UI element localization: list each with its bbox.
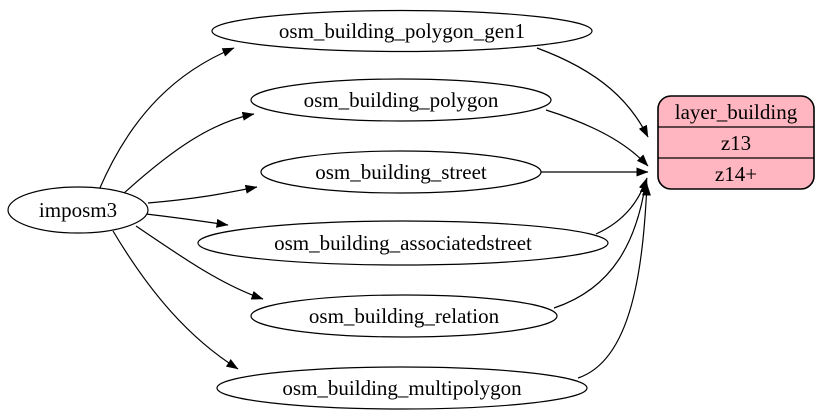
node-osm-building-polygon: osm_building_polygon xyxy=(250,78,552,122)
table-ellipse xyxy=(216,366,588,410)
node-imposm3: imposm3 xyxy=(7,186,149,234)
edge-osm-building-associatedstreet-to-layer-z14 xyxy=(595,177,648,235)
node-osm-building-multipolygon: osm_building_multipolygon xyxy=(216,366,588,410)
table-label: osm_building_associatedstreet xyxy=(274,231,532,255)
node-osm-building-street: osm_building_street xyxy=(260,150,542,194)
layer-building-box xyxy=(657,95,815,190)
node-osm-building-associatedstreet: osm_building_associatedstreet xyxy=(197,220,609,266)
table-ellipse xyxy=(250,78,552,122)
node-osm-building-relation: osm_building_relation xyxy=(250,294,558,338)
edge-osm-building-polygon-to-layer-z14 xyxy=(545,109,649,167)
imposm3-label: imposm3 xyxy=(39,198,117,222)
table-ellipse xyxy=(260,150,542,194)
edge-osm-building-multipolygon-to-layer-z14 xyxy=(577,183,651,379)
table-label: osm_building_polygon_gen1 xyxy=(279,19,525,43)
table-label: osm_building_relation xyxy=(309,304,500,328)
node-osm-building-polygon-gen1: osm_building_polygon_gen1 xyxy=(211,9,593,53)
table-ellipse xyxy=(211,9,593,53)
edge-imposm3-to-osm-building-associatedstreet xyxy=(145,213,229,228)
edge-imposm3-to-osm-building-polygon-gen1 xyxy=(98,47,235,191)
table-label: osm_building_polygon xyxy=(304,88,499,112)
node-layer-building: layer_building z13 z14+ xyxy=(657,95,815,190)
table-ellipse xyxy=(250,294,558,338)
edge-imposm3-to-osm-building-street xyxy=(147,184,258,204)
edge-imposm3-to-osm-building-relation xyxy=(135,225,264,300)
layer-building-title: layer_building xyxy=(675,100,798,124)
edge-osm-building-polygon-gen1-to-layer-z13 xyxy=(536,47,649,138)
table-ellipse xyxy=(197,220,609,266)
table-label: osm_building_multipolygon xyxy=(282,376,522,400)
edge-osm-building-relation-to-layer-z14 xyxy=(553,180,649,309)
layer-row-z14plus: z14+ xyxy=(715,162,757,186)
imposm3-ellipse xyxy=(7,186,149,234)
edge-imposm3-to-osm-building-multipolygon xyxy=(112,230,239,370)
edge-imposm3-to-osm-building-polygon xyxy=(122,111,255,195)
edge-group xyxy=(98,47,651,379)
layer-row-z13: z13 xyxy=(721,131,751,155)
table-label: osm_building_street xyxy=(315,160,487,184)
